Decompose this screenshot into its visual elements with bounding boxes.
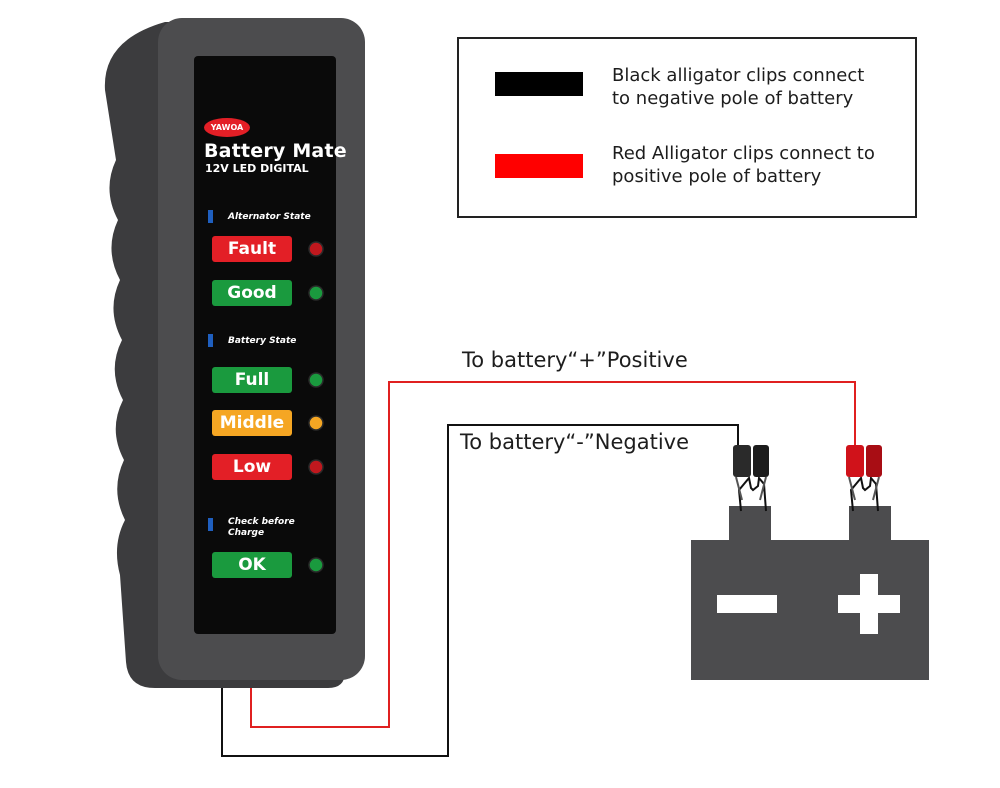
alternator-marker bbox=[208, 210, 213, 223]
black-clip-description-line1: Black alligator clips connect bbox=[612, 65, 865, 86]
battery-state-label: Battery State bbox=[228, 336, 297, 346]
red-clip-swatch bbox=[495, 154, 583, 178]
full-indicator: Full bbox=[212, 367, 292, 393]
red-clip-description: Red Alligator clips connect to positive … bbox=[612, 142, 912, 188]
device-panel bbox=[194, 56, 336, 634]
black-clip-description: Black alligator clips connect to negativ… bbox=[612, 64, 912, 110]
device-name: Battery Mate bbox=[204, 140, 347, 162]
black-clip bbox=[733, 445, 769, 512]
fault-led bbox=[308, 241, 324, 257]
battery-marker bbox=[208, 334, 213, 347]
brand-logo: YAWOA bbox=[204, 118, 250, 137]
low-led bbox=[308, 459, 324, 475]
check-before-charge-label: Check before Charge bbox=[228, 517, 295, 539]
middle-indicator: Middle bbox=[212, 410, 292, 436]
legend-box: Black alligator clips connect to negativ… bbox=[457, 37, 917, 218]
negative-symbol bbox=[717, 595, 777, 613]
middle-led bbox=[308, 415, 324, 431]
ok-led bbox=[308, 557, 324, 573]
check-label-line1: Check before bbox=[228, 517, 295, 527]
low-indicator: Low bbox=[212, 454, 292, 480]
black-clip-description-line2: to negative pole of battery bbox=[612, 88, 854, 109]
red-clip bbox=[846, 445, 882, 512]
red-clip-description-line2: positive pole of battery bbox=[612, 166, 822, 187]
good-indicator: Good bbox=[212, 280, 292, 306]
positive-terminal bbox=[849, 506, 891, 542]
negative-terminal bbox=[729, 506, 771, 542]
alternator-state-label: Alternator State bbox=[228, 212, 311, 222]
full-led bbox=[308, 372, 324, 388]
check-label-line2: Charge bbox=[228, 528, 265, 538]
device-subtitle: 12V LED DIGITAL bbox=[205, 162, 309, 175]
check-marker bbox=[208, 518, 213, 531]
ok-indicator: OK bbox=[212, 552, 292, 578]
positive-wire-label: To battery“+”Positive bbox=[462, 348, 688, 372]
black-clip-swatch bbox=[495, 72, 583, 96]
fault-indicator: Fault bbox=[212, 236, 292, 262]
red-wire bbox=[250, 381, 856, 728]
red-clip-description-line1: Red Alligator clips connect to bbox=[612, 143, 875, 164]
positive-symbol-v bbox=[860, 574, 878, 634]
negative-wire-label: To battery“-”Negative bbox=[460, 430, 690, 454]
black-wire bbox=[221, 424, 739, 757]
good-led bbox=[308, 285, 324, 301]
